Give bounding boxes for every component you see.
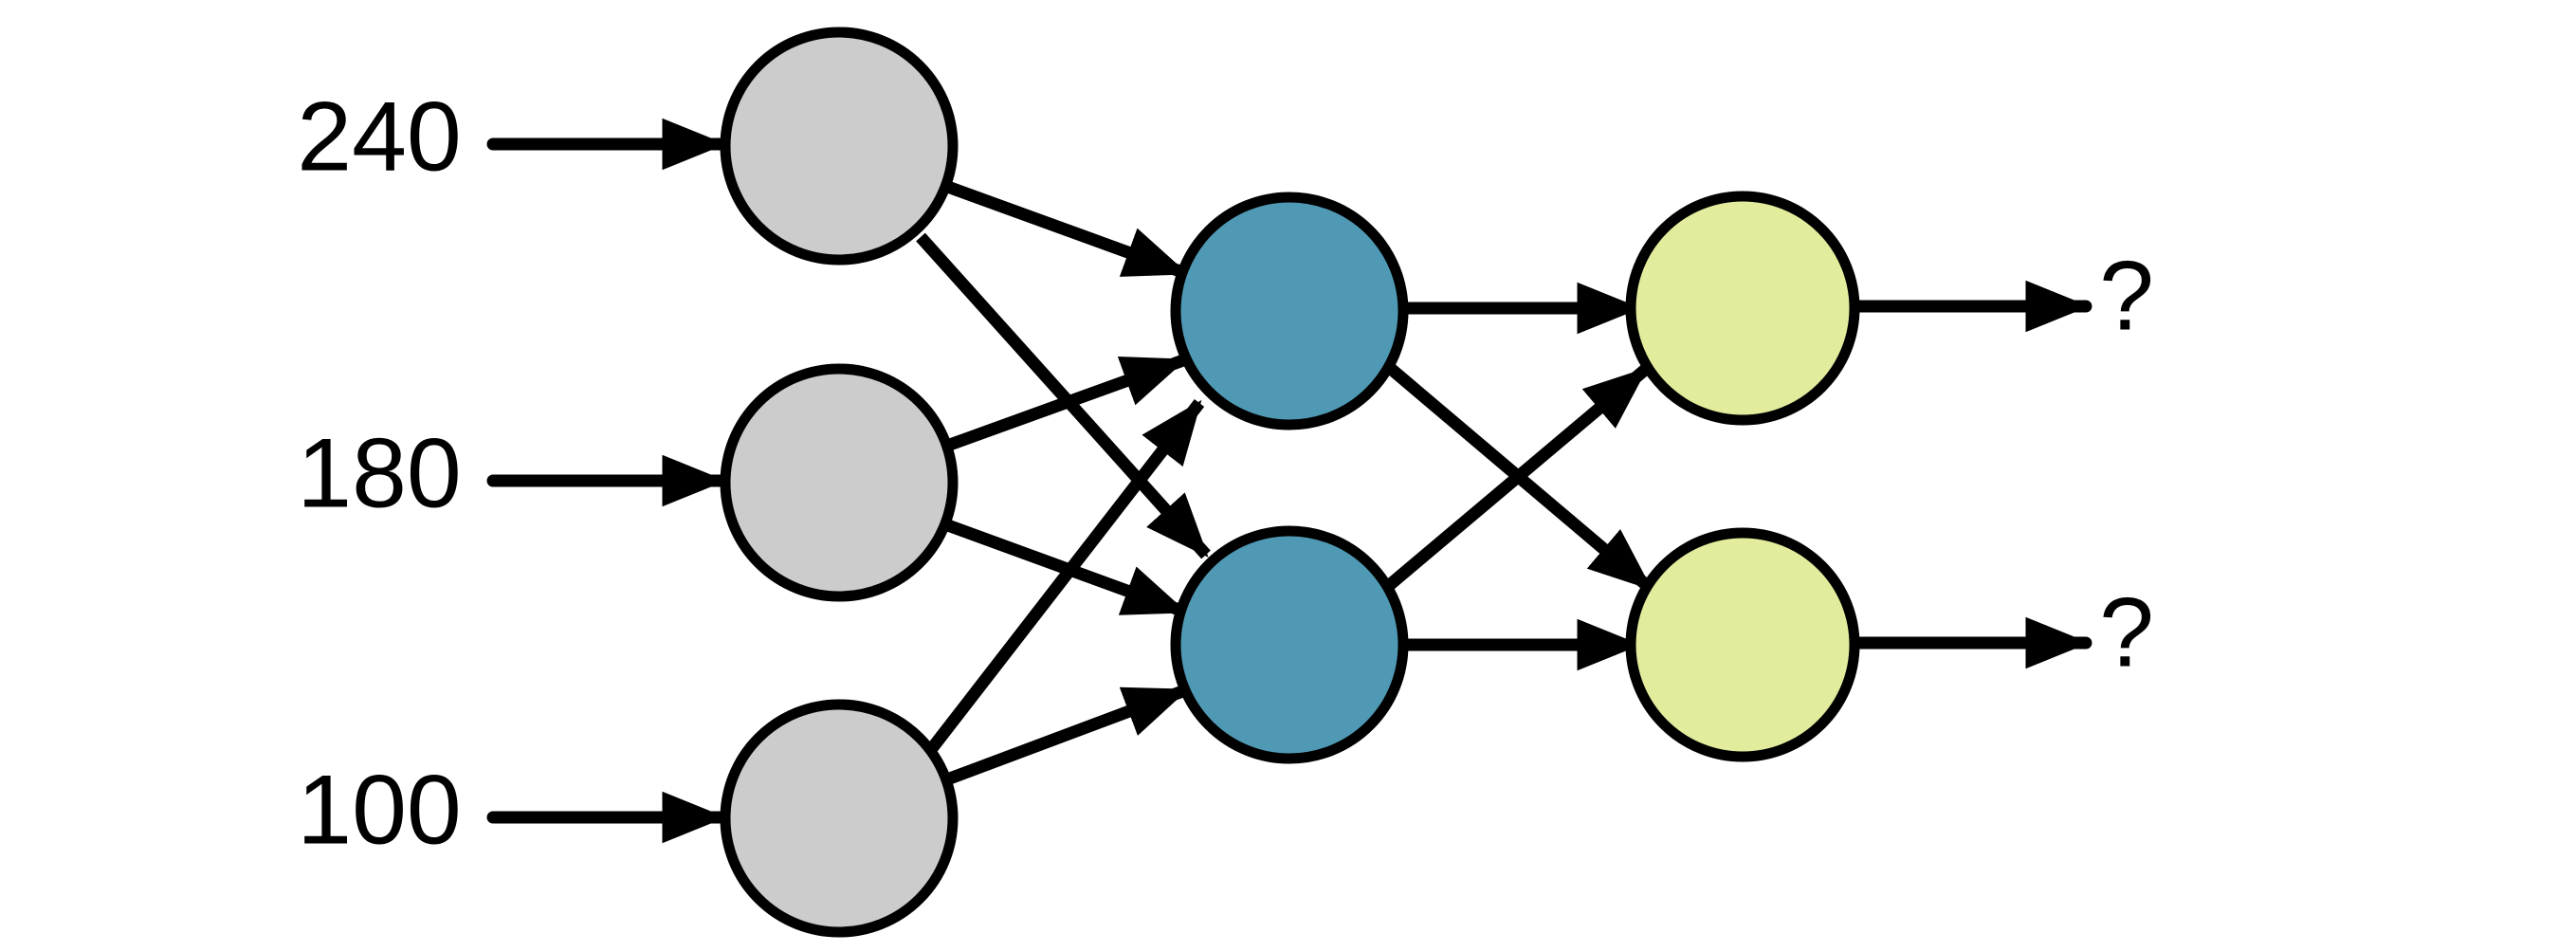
connection-edges — [916, 179, 1654, 786]
network-nodes — [720, 27, 1860, 938]
network-node-hid-2[interactable] — [1170, 525, 1409, 764]
connection-edge — [942, 179, 1189, 280]
output-question-label: ? — [2099, 241, 2154, 351]
input-value-label: 240 — [297, 82, 462, 192]
io-arrows — [486, 118, 2092, 844]
network-node-out-1[interactable] — [1625, 191, 1860, 426]
network-node-out-2[interactable] — [1625, 527, 1860, 762]
network-node-in-1[interactable] — [720, 27, 959, 265]
input-value-label: 180 — [297, 418, 462, 528]
value-labels: 240 180 100?? — [297, 82, 2154, 865]
connection-edge — [944, 684, 1189, 786]
network-node-hid-1[interactable] — [1170, 192, 1409, 430]
connection-edge — [1381, 365, 1650, 593]
output-question-label: ? — [2099, 577, 2154, 687]
input-value-label: 100 — [297, 755, 462, 865]
connection-edge — [944, 354, 1187, 452]
connection-edge — [921, 399, 1205, 760]
network-node-in-2[interactable] — [720, 363, 959, 602]
network-node-in-3[interactable] — [720, 699, 959, 938]
connection-edge — [916, 232, 1211, 559]
